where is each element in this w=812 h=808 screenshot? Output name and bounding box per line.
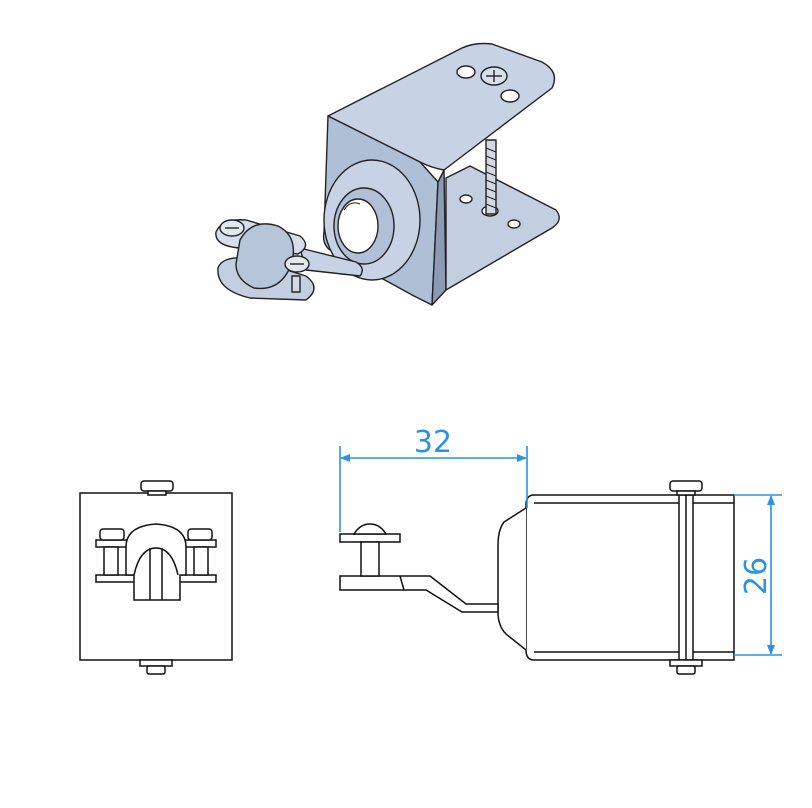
rod-threads (485, 147, 497, 209)
side-view-clamp-screw-right (193, 546, 209, 576)
front-view-bottom-screw (676, 665, 696, 675)
clamp-arm (299, 247, 363, 277)
front-view-top-screw-head (669, 480, 703, 492)
side-view (79, 480, 233, 675)
side-view-clamp-screw-head-right (187, 528, 213, 541)
clamp-screw-shank (291, 275, 301, 293)
front-view-top-screw-shank (676, 490, 696, 496)
top-hole-left (456, 65, 476, 79)
side-view-bottom-screw (146, 665, 166, 675)
side-view-clamp-screw-head-left (99, 528, 125, 541)
front-view-clamp-screw (360, 541, 380, 577)
dimensions: 32 26 (339, 425, 782, 656)
width-dimension-label: 32 (414, 425, 452, 460)
side-view-top-screw-shank (147, 490, 167, 496)
front-view-arm (339, 575, 499, 613)
front-view-bottom-nut (669, 659, 703, 667)
front-view-clamp-cap (352, 523, 388, 535)
threaded-rod (485, 139, 497, 215)
top-hole-right (500, 89, 520, 103)
isometric-view (215, 42, 560, 306)
bottom-hole-left (459, 194, 473, 204)
front-view-collar (497, 507, 527, 651)
front-view-body (525, 494, 735, 661)
front-view-clamp-head (339, 533, 401, 543)
collar-boss-hole (337, 198, 379, 254)
front-view (339, 480, 735, 675)
height-dimension-label: 26 (739, 557, 774, 595)
bracket-bottom-plate (445, 165, 560, 291)
bottom-hole-right (507, 219, 521, 229)
side-view-clamp-screw-left (103, 546, 119, 576)
side-view-saddle (125, 523, 187, 601)
side-view-top-screw-head (140, 480, 174, 492)
side-view-bottom-nut (139, 659, 173, 667)
